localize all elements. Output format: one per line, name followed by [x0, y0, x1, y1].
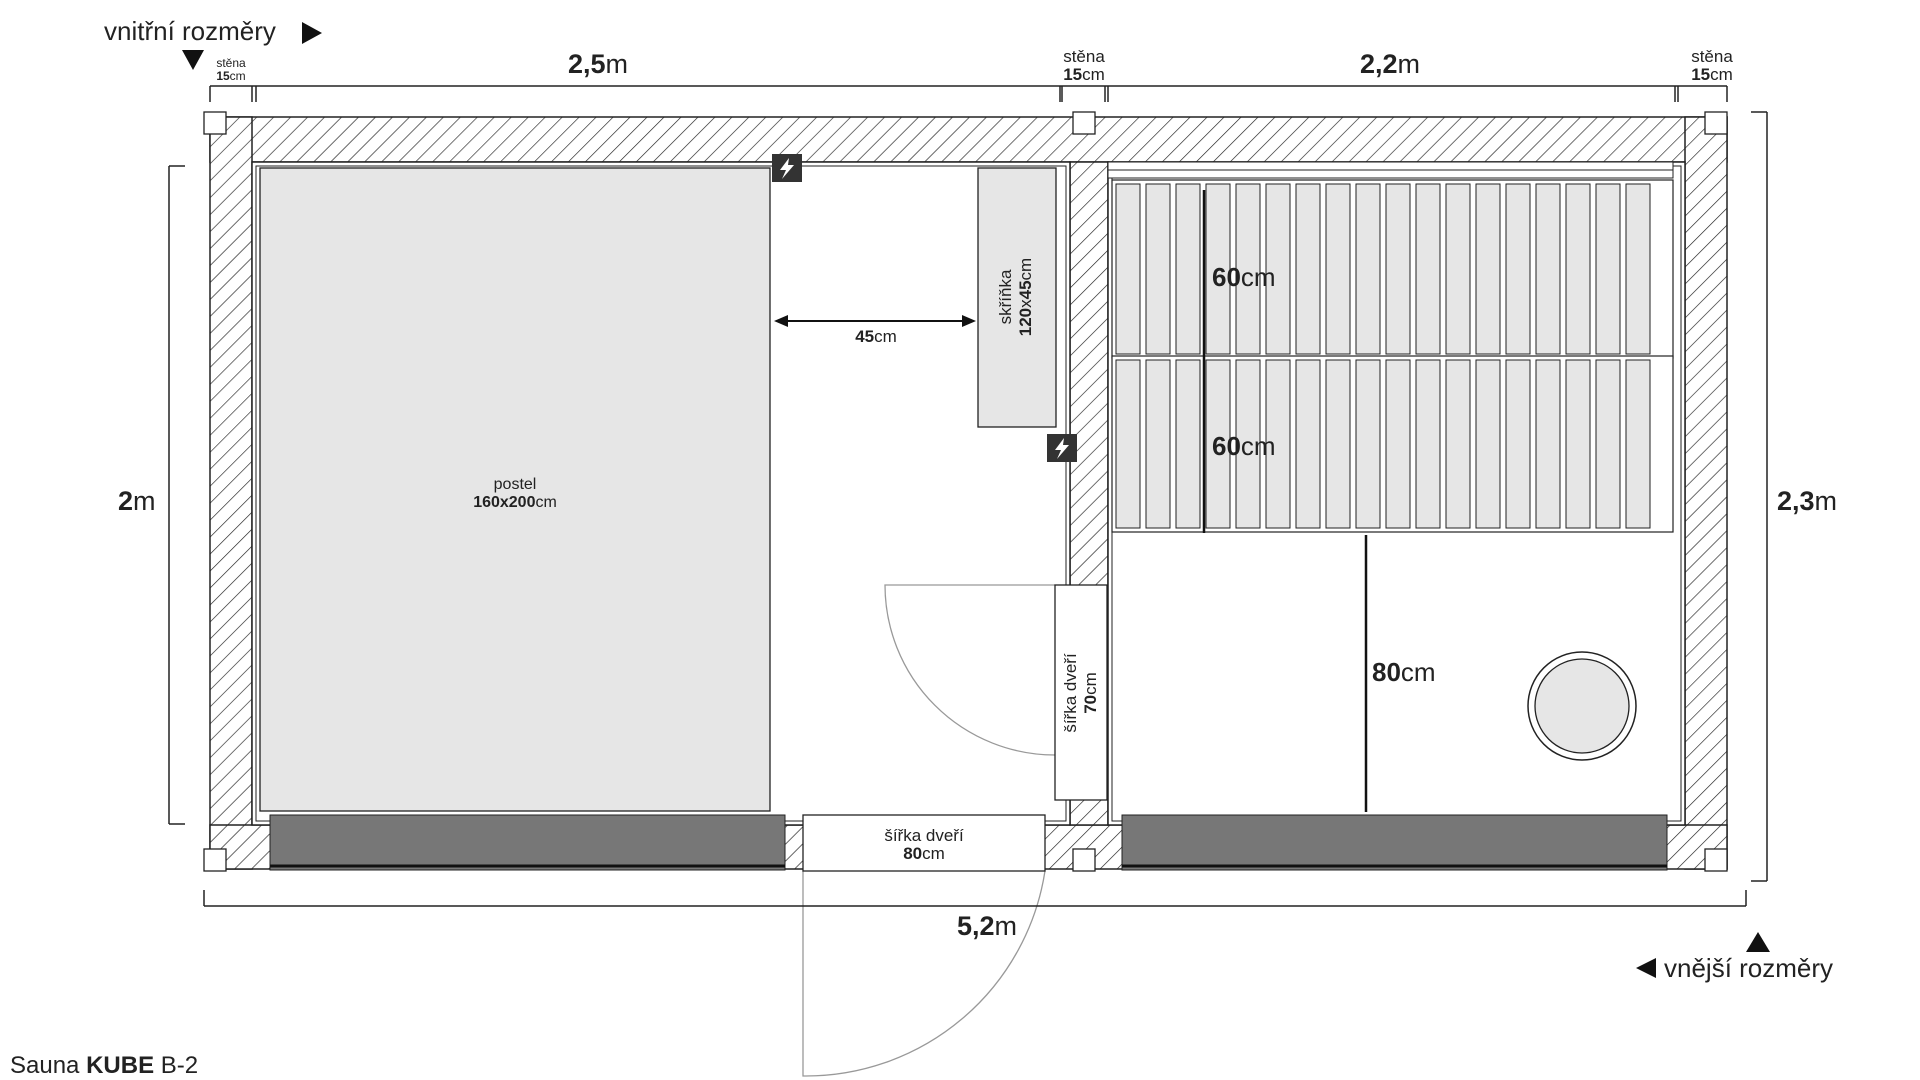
- window-left: [269, 814, 786, 871]
- corner-post: [1072, 111, 1096, 135]
- wall-thickness-mid: 15cm: [1063, 65, 1105, 84]
- cabinet-size: 120x45cm: [1016, 258, 1035, 336]
- bench-slat: [1445, 183, 1471, 355]
- inner-height-dimension: [168, 165, 185, 825]
- round-stove-icon: [1527, 651, 1637, 761]
- corner-post: [1704, 848, 1728, 872]
- clearance-label: 45cm: [855, 327, 897, 346]
- bench-slat: [1415, 359, 1441, 529]
- outer-height-dimension: [1751, 111, 1768, 882]
- bench-slat: [1505, 183, 1531, 355]
- bench-lower: [1111, 355, 1674, 533]
- bed-size: 160x200cm: [473, 494, 557, 511]
- wall-thickness-right: 15cm: [1691, 65, 1733, 84]
- wall-top: [209, 116, 1728, 163]
- bench-slat: [1565, 359, 1591, 529]
- bench-slat: [1175, 359, 1201, 529]
- corner-post: [1072, 848, 1096, 872]
- window-right: [1121, 814, 1668, 871]
- bench-slat: [1295, 359, 1321, 529]
- bench-upper: [1107, 161, 1674, 359]
- outer-width-dimension: [203, 890, 1747, 907]
- outer-door-label: šířka dveří: [884, 826, 964, 845]
- bench-slat: [1325, 183, 1351, 355]
- bench-slat: [1265, 183, 1291, 355]
- bench-slat: [1595, 183, 1621, 355]
- cabinet-label: skříňka: [996, 269, 1015, 324]
- wall-label-left: stěna: [216, 56, 246, 70]
- triangle-arrow-icon: [302, 22, 322, 44]
- wall-label-mid: stěna: [1063, 47, 1105, 66]
- inner-door-frame: [1054, 584, 1108, 801]
- corner-post: [203, 111, 227, 135]
- bench-slat: [1355, 183, 1381, 355]
- bench-slat: [1265, 359, 1291, 529]
- bench-slat: [1205, 359, 1231, 529]
- cabinet: [977, 167, 1057, 428]
- bench-slat: [1235, 183, 1261, 355]
- bench-slat: [1415, 183, 1441, 355]
- bench-slat: [1625, 183, 1651, 355]
- socket-top: [772, 154, 802, 182]
- outer-door: šířka dveří 80cm: [802, 814, 1046, 1077]
- bench-slat: [1625, 359, 1651, 529]
- triangle-arrow-icon: [1746, 932, 1770, 952]
- left-room-width: 2,5m: [568, 49, 628, 79]
- bench-slat: [1145, 183, 1171, 355]
- bench-lower-depth: 60cm: [1212, 431, 1276, 461]
- bench-slat: [1445, 359, 1471, 529]
- inner-door-width: 70cm: [1081, 672, 1100, 714]
- bench-slat: [1355, 359, 1381, 529]
- bench-slat: [1475, 183, 1501, 355]
- wall-right: [1684, 116, 1728, 870]
- inner-door: šířka dveří 70cm: [884, 584, 1108, 801]
- wall-left: [209, 116, 253, 870]
- bench-slat: [1565, 183, 1591, 355]
- bench-upper-depth: 60cm: [1212, 262, 1276, 292]
- outer-height-label: 2,3m: [1777, 486, 1837, 516]
- bench-slat: [1115, 359, 1141, 529]
- bench-slat: [1535, 183, 1561, 355]
- bench-slat: [1595, 359, 1621, 529]
- bench-slat: [1505, 359, 1531, 529]
- corner-post: [1704, 111, 1728, 135]
- bench-slat: [1235, 359, 1261, 529]
- outer-door-frame: [802, 814, 1046, 872]
- wall-label-right: stěna: [1691, 47, 1733, 66]
- triangle-arrow-icon: [182, 50, 204, 70]
- bench-slat: [1325, 359, 1351, 529]
- bench-slat: [1385, 359, 1411, 529]
- bench-slat: [1385, 183, 1411, 355]
- wall-thickness-left: 15cm: [216, 69, 245, 83]
- bed: [259, 167, 771, 812]
- bench-slat: [1145, 359, 1171, 529]
- socket-partition: [1047, 434, 1077, 462]
- bench-slat: [1175, 183, 1201, 355]
- bench-slat: [1475, 359, 1501, 529]
- outer-door-width: 80cm: [903, 844, 945, 863]
- right-room-width: 2,2m: [1360, 49, 1420, 79]
- outer-width-label: 5,2m: [957, 911, 1017, 941]
- bench-slat: [1295, 183, 1321, 355]
- bench-slat: [1205, 183, 1231, 355]
- bed-label: postel: [494, 476, 537, 493]
- inner-door-label: šířka dveří: [1061, 653, 1080, 733]
- bench-slat: [1115, 183, 1141, 355]
- floor-depth-label: 80cm: [1372, 657, 1436, 687]
- plan-title: Sauna KUBE B-2: [10, 1052, 198, 1079]
- inner-dimensions-label: vnitřní rozměry: [104, 16, 276, 46]
- outer-dimensions-label: vnější rozměry: [1664, 953, 1833, 983]
- bench-slat: [1535, 359, 1561, 529]
- corner-post: [203, 848, 227, 872]
- clearance-dimension: 45cm: [774, 315, 976, 346]
- triangle-arrow-icon: [1636, 958, 1656, 978]
- top-dimension-chain: [209, 85, 1728, 102]
- inner-height-label: 2m: [118, 486, 156, 516]
